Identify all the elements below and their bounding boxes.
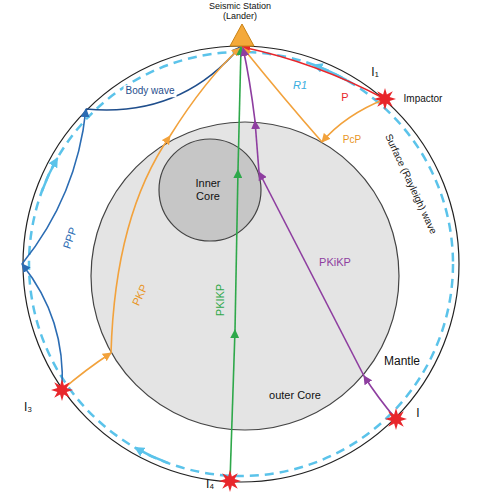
outer-core-circle: outer Core Inner Core bbox=[90, 121, 400, 431]
station-triangle bbox=[230, 24, 254, 46]
impact-label: I₁ bbox=[371, 66, 378, 80]
region-label: Inner Core bbox=[190, 177, 226, 202]
impact-label: I₄ bbox=[206, 478, 214, 492]
wave-label: PcP bbox=[341, 134, 363, 146]
inner-core-circle: Inner Core bbox=[158, 138, 262, 242]
impact-label: I bbox=[416, 407, 419, 421]
impact-label: I₃ bbox=[24, 401, 32, 415]
wave-label: Body wave bbox=[124, 85, 177, 97]
station-label: Seismic Station (Lander) bbox=[204, 1, 276, 21]
impactor-star bbox=[51, 379, 73, 401]
impact-label: Impactor bbox=[404, 93, 443, 105]
region-label: Mantle bbox=[384, 355, 420, 369]
impactor-star bbox=[219, 470, 241, 492]
wave-label: P bbox=[341, 91, 348, 104]
region-label: outer Core bbox=[269, 389, 321, 402]
impactor-star bbox=[385, 408, 407, 430]
wave-label: R1 bbox=[293, 79, 307, 92]
wave-label: PKIKP bbox=[214, 284, 227, 316]
wave-label: PKiKP bbox=[319, 256, 351, 269]
impactor-star bbox=[374, 88, 396, 110]
